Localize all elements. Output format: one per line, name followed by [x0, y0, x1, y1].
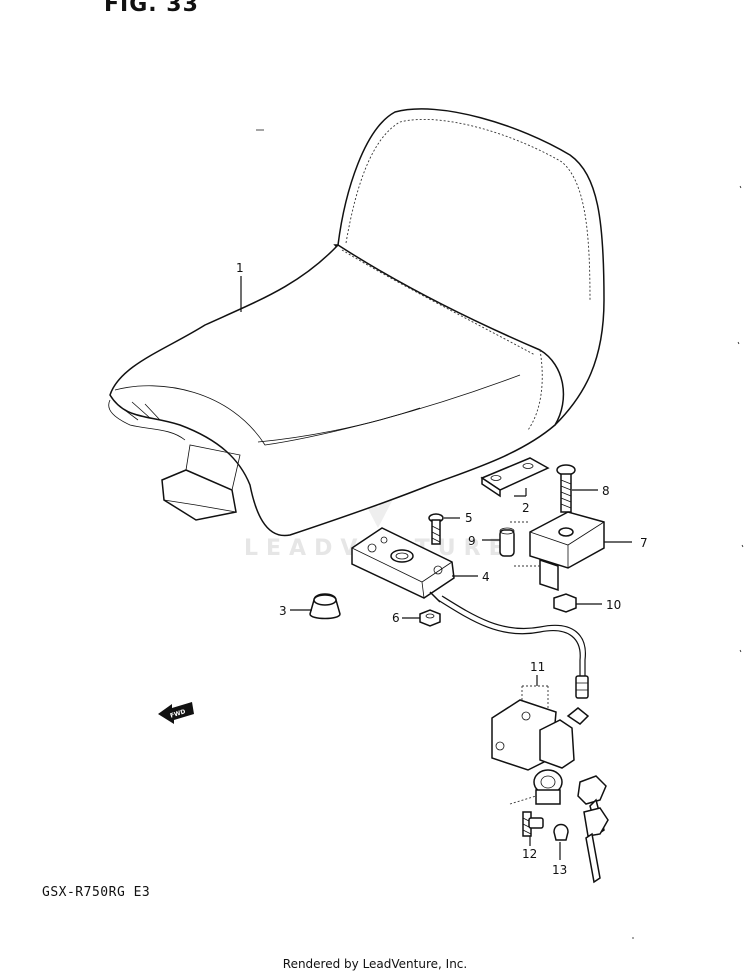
- bolt-part: [556, 464, 576, 513]
- cushion-part: [309, 593, 341, 620]
- nut-part-6: [419, 609, 441, 627]
- leader-lines: [240, 276, 632, 860]
- spacer-part: [499, 521, 540, 567]
- scan-specks: [256, 129, 744, 939]
- fwd-label: FWD: [169, 708, 186, 720]
- seat-lock-assembly-part: [491, 685, 609, 884]
- callout-9: 9: [468, 534, 476, 548]
- callout-12: 12: [522, 847, 537, 861]
- nut-part-10: [553, 593, 577, 613]
- callout-11: 11: [530, 660, 545, 674]
- cap-part: [553, 823, 569, 841]
- callout-2: 2: [522, 501, 530, 515]
- callout-7: 7: [640, 536, 648, 550]
- lock-plate-part: [351, 527, 455, 599]
- screw-part-5: [428, 513, 444, 545]
- model-code: GSX-R750RG E3: [42, 885, 151, 900]
- callout-8: 8: [602, 484, 610, 498]
- fwd-arrow-icon: FWD: [158, 702, 194, 724]
- callout-4: 4: [482, 570, 490, 584]
- seat-lock-bracket-part: [529, 511, 605, 592]
- callout-6: 6: [392, 611, 400, 625]
- plate-part: [480, 457, 550, 498]
- callout-13: 13: [552, 863, 567, 877]
- screw-part-12: [522, 811, 544, 837]
- callout-5: 5: [465, 511, 473, 525]
- callout-10: 10: [606, 598, 621, 612]
- seat: [108, 108, 605, 537]
- callout-3: 3: [279, 604, 287, 618]
- figure-title: FIG. 33: [104, 0, 199, 17]
- footer-credit: Rendered by LeadVenture, Inc.: [282, 957, 468, 971]
- callout-1: 1: [236, 261, 244, 275]
- lock-cable: [429, 591, 589, 699]
